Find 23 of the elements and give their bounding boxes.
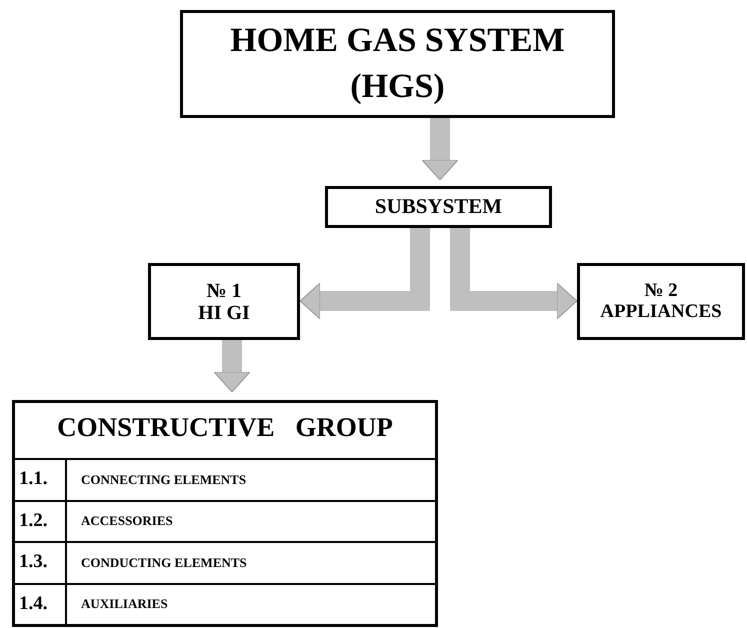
box-label: HOME GAS SYSTEM (HGS) xyxy=(229,21,566,107)
text-box xyxy=(325,186,552,228)
item-label: AUXILIARIES xyxy=(80,597,168,612)
block-arrow xyxy=(214,340,250,392)
item-label: CONNECTING ELEMENTS xyxy=(80,472,246,487)
text-box xyxy=(577,263,745,340)
table-row xyxy=(15,582,435,624)
table-row xyxy=(15,458,435,500)
table-row xyxy=(15,500,435,541)
box-label: № 1 HI GI xyxy=(197,280,251,324)
item-label: CONDUCTING ELEMENTS xyxy=(80,556,247,570)
block-arrow xyxy=(422,118,458,180)
table-heading: CONSTRUCTIVE GROUP xyxy=(57,410,393,444)
box-label: SUBSYSTEM xyxy=(374,195,502,219)
text-box xyxy=(180,10,615,118)
text-box xyxy=(148,263,300,340)
block-arrow xyxy=(300,228,430,320)
table-row xyxy=(15,541,435,582)
box-label: № 2 APPLIANCES xyxy=(599,280,723,322)
item-number: 1.4. xyxy=(15,584,67,624)
table xyxy=(12,400,438,627)
block-arrow xyxy=(450,228,578,320)
item-label: ACCESSORIES xyxy=(80,514,173,528)
